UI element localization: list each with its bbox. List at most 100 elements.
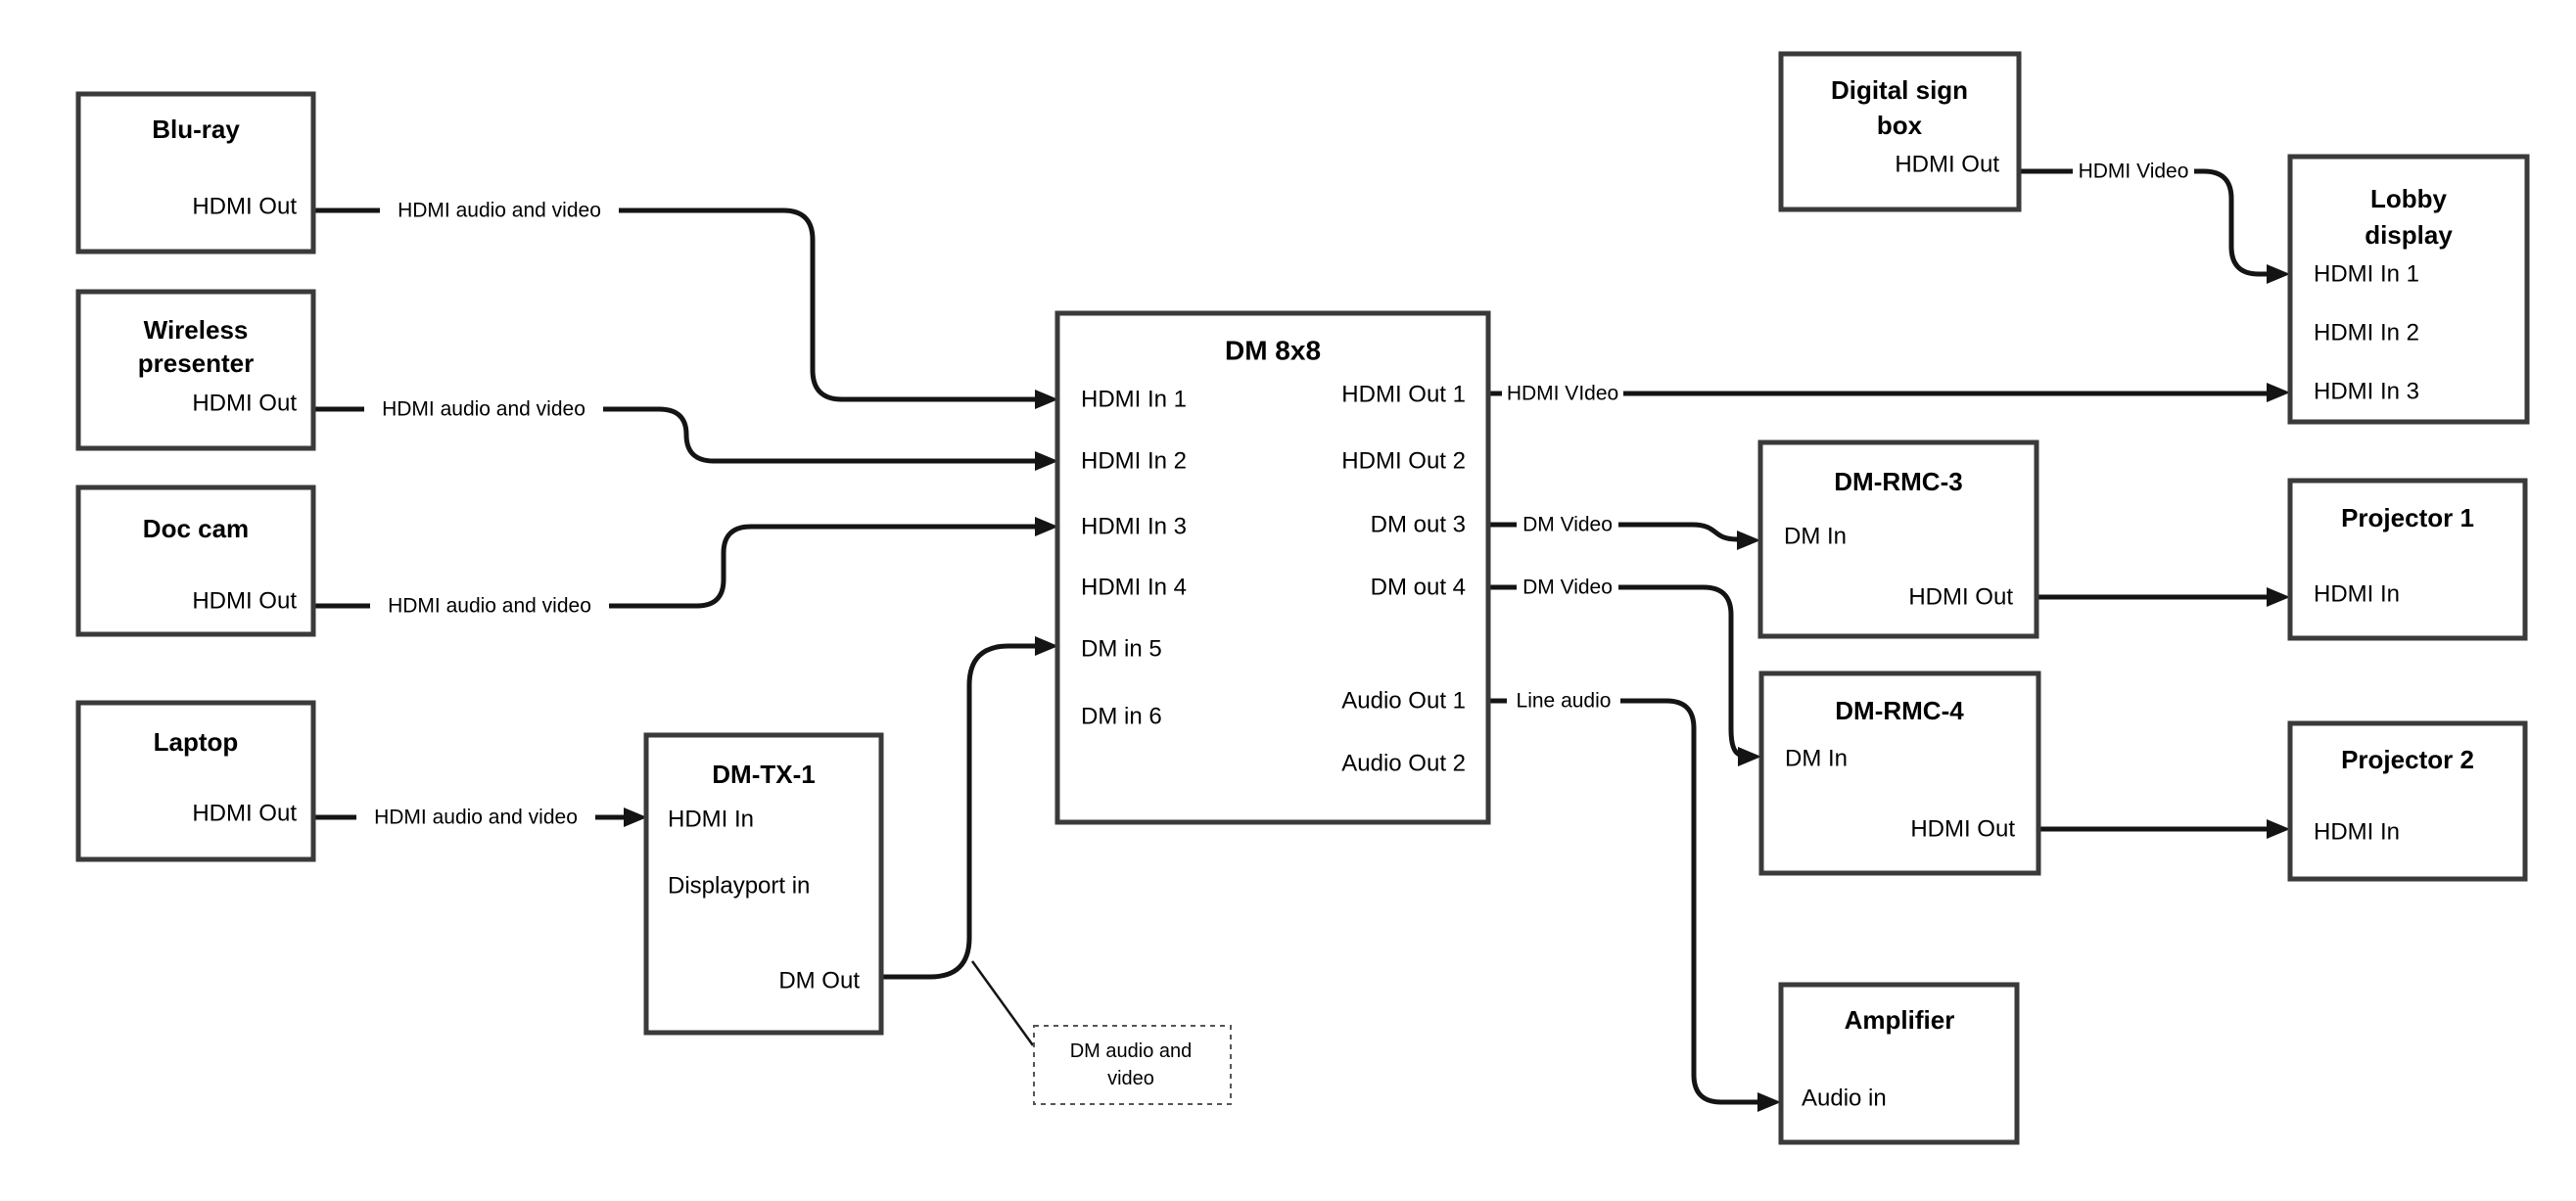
- node-dmrmc4-box: [1758, 670, 2041, 876]
- node-dmrmc3-port-hdmi-out: HDMI Out: [1908, 584, 2013, 611]
- wire-label-audio-out1: Line audio: [1517, 690, 1612, 713]
- node-dm8x8: DM 8x8 HDMI In 1 HDMI In 2 HDMI In 3 HDM…: [1054, 310, 1491, 825]
- node-lobby-port-hdmi-in1: HDMI In 1: [2314, 261, 2419, 288]
- node-bluray: Blu-ray HDMI Out: [75, 91, 316, 254]
- node-dmrmc4-title: DM-RMC-4: [1835, 696, 1964, 725]
- wire-labels: HDMI audio and video HDMI audio and vide…: [374, 161, 2188, 829]
- callout-text-line2: video: [1107, 1068, 1154, 1089]
- node-dm8x8-port-audio-out2: Audio Out 2: [1341, 751, 1466, 777]
- node-dm8x8-port-audio-out1: Audio Out 1: [1341, 688, 1466, 715]
- callout-dm-audio-video: DM audio and video: [1033, 1025, 1232, 1105]
- node-wireless-title-line2: presenter: [138, 348, 255, 378]
- node-dmtx1: DM-TX-1 HDMI In Displayport in DM Out: [643, 732, 884, 1036]
- node-dmrmc4-port-hdmi-out: HDMI Out: [1910, 816, 2015, 843]
- node-dmrmc3-title: DM-RMC-3: [1834, 467, 1962, 496]
- arrowhead-projector2-hdmi-in: [2267, 819, 2290, 839]
- arrowhead-rmc4-dm-in: [1738, 747, 1761, 766]
- wire-label-wireless: HDMI audio and video: [382, 398, 585, 421]
- wire-dmout4-to-rmc4: [1618, 584, 1742, 758]
- wire-label-laptop: HDMI audio and video: [374, 807, 578, 829]
- node-projector1-port-hdmi-in: HDMI In: [2314, 581, 2400, 608]
- node-projector1: Projector 1 HDMI In: [2287, 478, 2528, 641]
- wire-label-digitalsign: HDMI Video: [2079, 161, 2189, 183]
- node-dmtx1-port-hdmi-in: HDMI In: [668, 807, 754, 833]
- node-dm8x8-title: DM 8x8: [1225, 336, 1321, 366]
- node-digitalsign: Digital sign box HDMI Out: [1778, 51, 2022, 212]
- node-lobby-title-line2: display: [2365, 220, 2453, 250]
- node-digitalsign-title-line1: Digital sign: [1831, 75, 1968, 105]
- node-wireless-box: [75, 289, 316, 451]
- node-dm8x8-port-dm-out3: DM out 3: [1371, 512, 1466, 538]
- node-dmrmc3-box: [1757, 439, 2039, 639]
- node-digitalsign-port-hdmi-out: HDMI Out: [1895, 152, 1999, 178]
- node-dm8x8-port-dm-in6: DM in 6: [1081, 704, 1162, 730]
- node-digitalsign-box: [1778, 51, 2022, 212]
- node-laptop-title: Laptop: [154, 727, 239, 757]
- callout-box: [1033, 1025, 1232, 1105]
- wire-digitalsign-to-lobby: [2194, 168, 2268, 277]
- wires: [313, 168, 2290, 1112]
- node-doccam-title: Doc cam: [143, 514, 249, 543]
- node-projector1-box: [2287, 478, 2528, 641]
- node-dm8x8-box: [1054, 310, 1491, 825]
- node-lobby-box: [2287, 154, 2530, 425]
- node-bluray-box: [75, 91, 316, 254]
- node-laptop: Laptop HDMI Out: [75, 700, 316, 862]
- node-dmtx1-port-displayport-in: Displayport in: [668, 873, 810, 900]
- wire-label-dm-out3: DM Video: [1522, 514, 1613, 536]
- arrowhead-lobby-in1: [2267, 264, 2290, 284]
- wire-label-hdmi-out1: HDMI VIdeo: [1507, 383, 1618, 405]
- node-wireless-title-line1: Wireless: [144, 315, 249, 345]
- arrowhead-dm8x8-in3: [1035, 517, 1058, 536]
- node-projector1-title: Projector 1: [2341, 503, 2474, 532]
- arrowhead-lobby-in3: [2267, 383, 2290, 402]
- node-bluray-title: Blu-ray: [152, 115, 240, 144]
- node-wireless-presenter: Wireless presenter HDMI Out: [75, 289, 316, 451]
- wire-wireless-to-dm8x8: [603, 406, 1036, 464]
- arrowhead-dm8x8-in2: [1035, 451, 1058, 471]
- node-dm8x8-port-dm-in5: DM in 5: [1081, 636, 1162, 663]
- node-dm8x8-port-hdmi-out2: HDMI Out 2: [1341, 448, 1466, 475]
- node-dm8x8-port-hdmi-in3: HDMI In 3: [1081, 514, 1187, 540]
- wire-label-dm-out4: DM Video: [1522, 577, 1613, 599]
- node-dmrmc3: DM-RMC-3 DM In HDMI Out: [1757, 439, 2039, 639]
- wire-label-bluray: HDMI audio and video: [398, 200, 601, 222]
- node-doccam-port-hdmi-out: HDMI Out: [192, 588, 297, 615]
- wire-audioout1-to-amp: [1620, 698, 1758, 1105]
- node-dmtx1-box: [643, 732, 884, 1036]
- node-laptop-port-hdmi-out: HDMI Out: [192, 801, 297, 827]
- node-doccam: Doc cam HDMI Out: [75, 485, 316, 637]
- wire-dmtx1-to-dm8x8: [881, 643, 1036, 980]
- arrowhead-dm8x8-in5: [1035, 636, 1058, 656]
- node-lobby-title-line1: Lobby: [2370, 184, 2448, 213]
- node-dmrmc4-port-dm-in: DM In: [1785, 746, 1848, 772]
- node-dm8x8-port-hdmi-in2: HDMI In 2: [1081, 448, 1187, 475]
- node-projector2-title: Projector 2: [2341, 745, 2474, 774]
- callout-leader-line: [970, 960, 1035, 1046]
- node-lobby-port-hdmi-in2: HDMI In 2: [2314, 320, 2419, 346]
- node-wireless-port-hdmi-out: HDMI Out: [192, 391, 297, 417]
- arrowhead-dm8x8-in1: [1035, 390, 1058, 409]
- callout-text-line1: DM audio and: [1070, 1040, 1193, 1062]
- wire-label-doccam: HDMI audio and video: [388, 595, 591, 618]
- node-dmtx1-port-dm-out: DM Out: [778, 968, 860, 994]
- node-amplifier-box: [1778, 982, 2020, 1145]
- wire-doccam-to-dm8x8: [609, 524, 1036, 609]
- node-dm8x8-port-dm-out4: DM out 4: [1371, 575, 1466, 601]
- arrowhead-rmc3-dm-in: [1737, 531, 1760, 550]
- node-amplifier-port-audio-in: Audio in: [1802, 1086, 1887, 1112]
- node-amplifier: Amplifier Audio in: [1778, 982, 2020, 1145]
- node-projector2: Projector 2 HDMI In: [2287, 720, 2528, 882]
- node-dm8x8-port-hdmi-in4: HDMI In 4: [1081, 575, 1187, 601]
- node-lobby-port-hdmi-in3: HDMI In 3: [2314, 379, 2419, 405]
- arrowhead-amp-audio-in: [1757, 1092, 1781, 1112]
- node-dmrmc3-port-dm-in: DM In: [1784, 524, 1847, 550]
- node-laptop-box: [75, 700, 316, 862]
- arrowhead-dmtx1-hdmi-in: [624, 808, 647, 827]
- wire-dmout3-to-rmc3: [1618, 522, 1738, 542]
- node-projector2-port-hdmi-in: HDMI In: [2314, 819, 2400, 846]
- node-doccam-box: [75, 485, 316, 637]
- node-dmtx1-title: DM-TX-1: [712, 760, 815, 789]
